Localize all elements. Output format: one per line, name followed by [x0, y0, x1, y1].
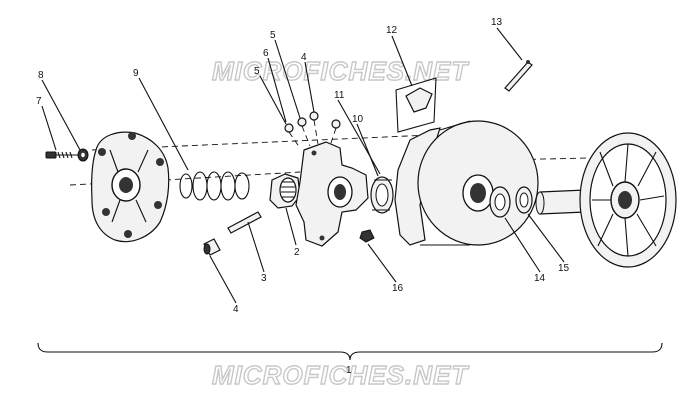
callout-3: 3: [261, 273, 267, 284]
assembly-bracket: [37, 342, 663, 361]
callout-9: 9: [133, 68, 139, 79]
callout-12: 12: [386, 25, 398, 36]
cover-plate: [91, 131, 170, 243]
cam-part: [395, 77, 437, 133]
bushing-ring-part: [370, 176, 394, 214]
spider-part: [295, 141, 369, 247]
callout-14: 14: [534, 273, 546, 284]
small-bolts-group: [284, 111, 341, 149]
fixed-sheave: [535, 132, 677, 268]
washer-part-15: [515, 186, 533, 214]
nut-part: [359, 229, 375, 243]
callout-10: 10: [352, 114, 364, 125]
watermark-top: MICROFICHES.NET: [212, 56, 469, 86]
callout-11: 11: [334, 90, 345, 101]
callout-16: 16: [392, 283, 404, 294]
threaded-bushing-part: [269, 173, 301, 209]
dowel-pin-part: [504, 60, 533, 92]
callout-13: 13: [491, 17, 503, 28]
moveable-sheave: [394, 120, 539, 246]
callout-7: 7: [36, 96, 42, 107]
upper-axis-line: [91, 134, 431, 151]
leader-lines: [41, 27, 565, 304]
callout-5-upper: 5: [270, 30, 276, 41]
callout-4-upper: 4: [301, 52, 307, 63]
callout-6: 6: [263, 48, 269, 59]
roller-part: [203, 238, 221, 256]
callout-5-lower: 5: [254, 66, 260, 77]
callout-2: 2: [294, 247, 300, 258]
washer-part-14: [489, 186, 511, 218]
callout-4-lower: 4: [233, 304, 239, 315]
callout-8: 8: [38, 70, 44, 81]
spring-part: [179, 171, 250, 201]
watermark-bottom: MICROFICHES.NET: [212, 360, 469, 390]
callout-1: 1: [346, 365, 352, 376]
washer-part-8: [77, 148, 89, 162]
pin-part: [227, 211, 262, 234]
bolt-part: [45, 151, 82, 159]
callout-15: 15: [558, 263, 570, 274]
